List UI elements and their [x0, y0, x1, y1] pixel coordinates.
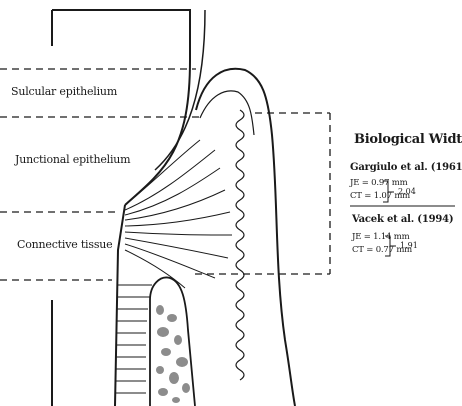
study-total-gargiulo: 2.04 [398, 188, 416, 196]
study-name-gargiulo: Gargiulo et al. (1961) [350, 163, 462, 173]
enamel-line [155, 10, 205, 170]
study-total-vacek: 1.91 [400, 242, 418, 250]
label-sulcular-epithelium: Sulcular epithelium [11, 86, 117, 97]
tooth-crown-outline [52, 10, 190, 205]
connective-fibers [125, 140, 232, 288]
tooth-root-surface [115, 205, 125, 406]
biological-width-title: Biological Width [354, 133, 462, 146]
label-connective-tissue: Connective tissue [17, 239, 112, 250]
pdl-fibers [116, 285, 152, 393]
gingiva-outline [196, 69, 295, 406]
label-junctional-epithelium: Junctional epithelium [15, 154, 130, 165]
rete-pegs [236, 110, 244, 380]
study-name-vacek: Vacek et al. (1994) [352, 215, 453, 225]
sulcular-inner-line [200, 91, 254, 135]
bone-trabeculae [156, 305, 190, 403]
